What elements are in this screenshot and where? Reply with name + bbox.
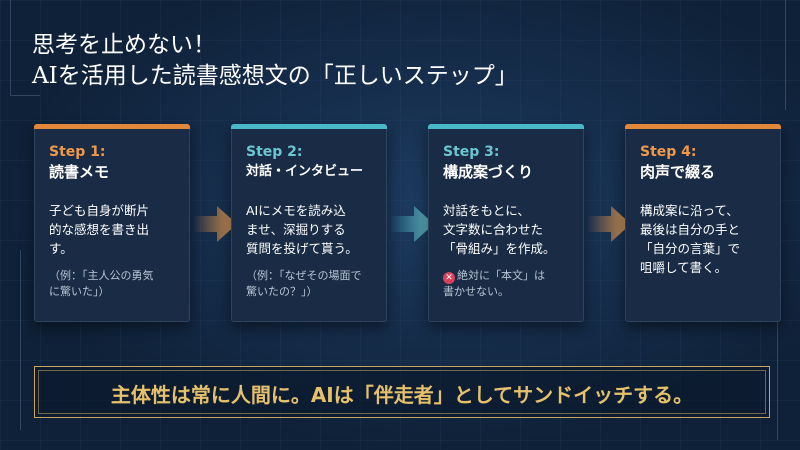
card-accent-bar: [428, 124, 584, 129]
arrow-right-icon: [193, 206, 237, 242]
step-card-2: Step 2: 対話・インタビュー AIにメモを読み込 ませ、深掘りする 質問を…: [231, 124, 387, 322]
decor-line: [20, 250, 21, 430]
step-number: Step 3:: [443, 144, 500, 160]
step-body: 構成案に沿って、 最後は自分の手と 「自分の言葉」で 咀嚼して書く。: [640, 203, 741, 275]
step-note: （例：「なぜその場面で 驚いたの？」）: [246, 269, 362, 298]
step-number: Step 4:: [640, 144, 697, 160]
arrow-right-icon: [587, 206, 631, 242]
step-note-text: 絶対に「本文」は 書かせない。: [443, 269, 545, 298]
decor-line: [777, 270, 778, 440]
step-card-1: Step 1: 読書メモ 子ども自身が断片 的な感想を書き出 す。 （例：「主人…: [34, 124, 190, 322]
decor-line: [10, 0, 11, 95]
step-note: （例：「主人公の勇気 に驚いた」）: [49, 269, 154, 298]
decor-line: [785, 0, 786, 110]
step-card-4: Step 4: 肉声で綴る 構成案に沿って、 最後は自分の手と 「自分の言葉」で…: [625, 124, 781, 322]
step-body: AIにメモを読み込 ませ、深掘りする 質問を投げて貰う。: [246, 203, 358, 256]
arrow-right-icon: [390, 206, 434, 242]
banner-text: 主体性は常に人間に。AIは「伴走者」としてサンドイッチする。: [110, 383, 694, 407]
card-accent-bar: [231, 124, 387, 129]
step-body: 子ども自身が断片 的な感想を書き出 す。: [49, 203, 150, 256]
step-heading: 構成案づくり: [443, 163, 534, 181]
card-accent-bar: [625, 124, 781, 129]
step-body: 対話をもとに、 文字数に合わせた 「骨組み」を作成。: [443, 203, 556, 256]
step-number: Step 1:: [49, 144, 106, 160]
summary-banner: 主体性は常に人間に。AIは「伴走者」としてサンドイッチする。: [34, 366, 770, 418]
decor-line: [10, 95, 40, 96]
step-heading: 肉声で綴る: [640, 163, 716, 181]
step-heading: 対話・インタビュー: [246, 164, 364, 179]
step-note: ✕絶対に「本文」は 書かせない。: [443, 268, 571, 300]
page-title: 思考を止めない！ AIを活用した読書感想文の「正しいステップ」: [32, 30, 518, 92]
cross-circle-icon: ✕: [443, 272, 455, 284]
title-line-2: AIを活用した読書感想文の「正しいステップ」: [32, 63, 518, 89]
step-number: Step 2:: [246, 144, 303, 160]
title-line-1: 思考を止めない！: [32, 32, 216, 58]
card-accent-bar: [34, 124, 190, 129]
step-heading: 読書メモ: [49, 163, 110, 181]
step-card-3: Step 3: 構成案づくり 対話をもとに、 文字数に合わせた 「骨組み」を作成…: [428, 124, 584, 322]
